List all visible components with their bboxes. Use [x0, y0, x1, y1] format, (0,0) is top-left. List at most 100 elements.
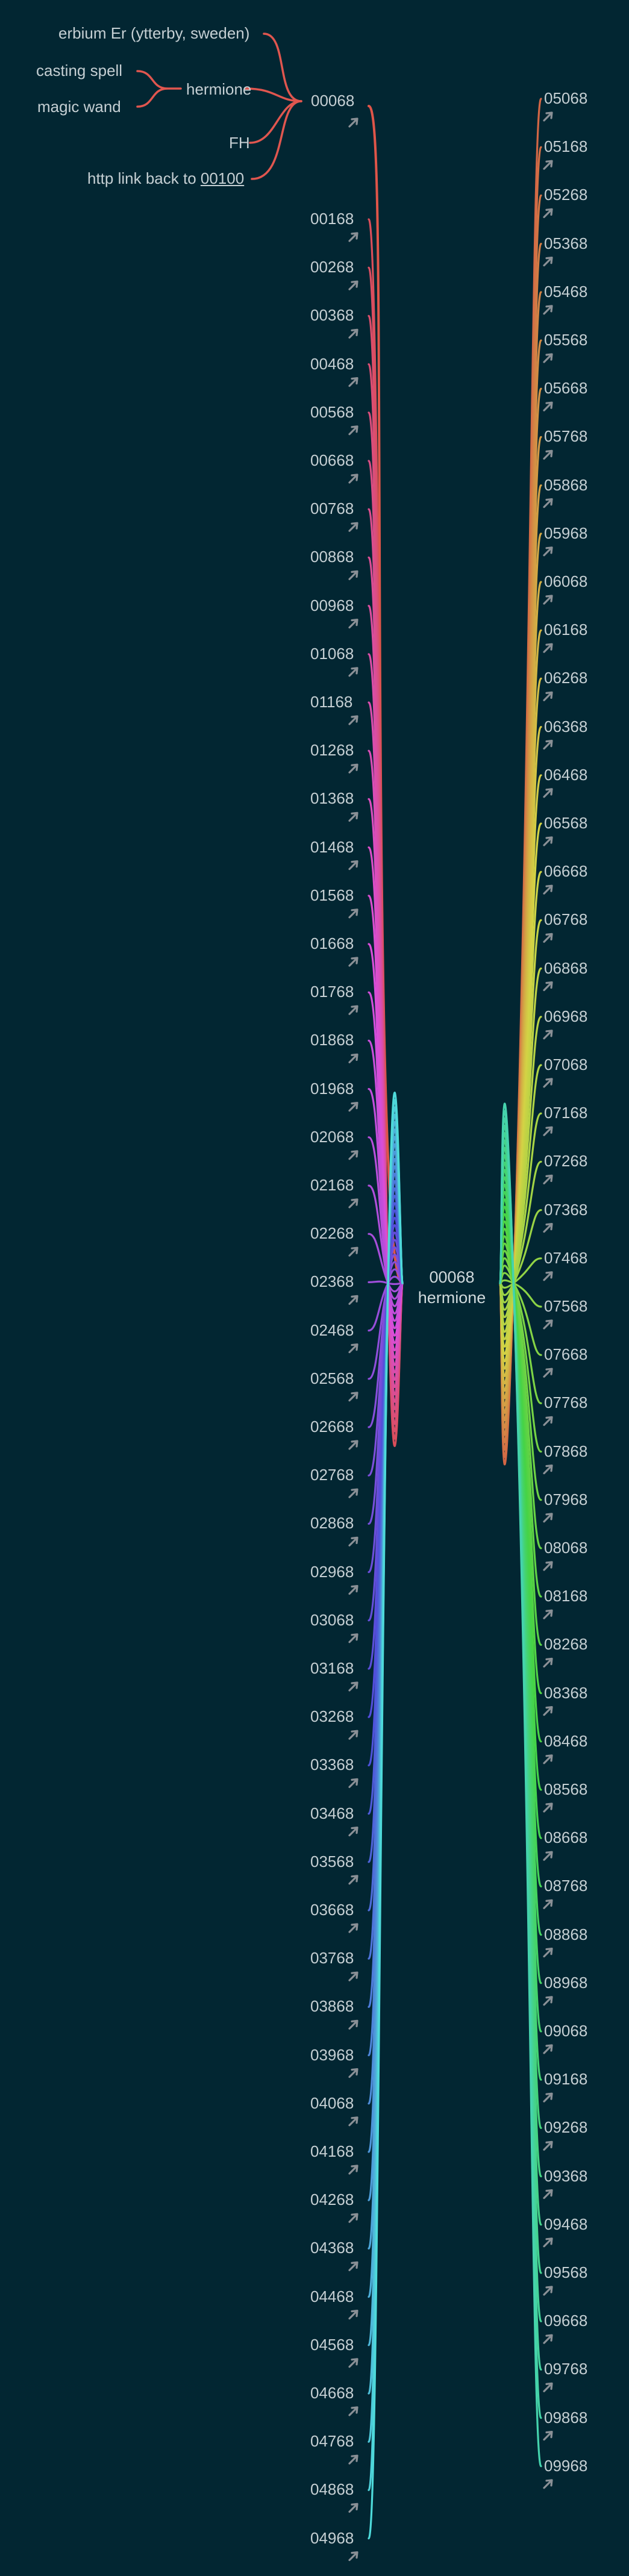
arrow-link-icon[interactable]	[348, 715, 358, 725]
node-06368[interactable]: 06368	[544, 717, 588, 736]
node-07268[interactable]: 07268	[544, 1152, 588, 1171]
node-00668[interactable]: 00668	[310, 451, 354, 469]
node-06468[interactable]: 06468	[544, 765, 588, 784]
arrow-link-icon[interactable]	[348, 328, 358, 339]
arrow-link-icon[interactable]	[348, 280, 358, 290]
arrow-link-icon[interactable]	[348, 1295, 358, 1305]
arrow-link-icon[interactable]	[348, 1633, 358, 1643]
node-00868[interactable]: 00868	[310, 548, 354, 566]
node-06568[interactable]: 06568	[544, 814, 588, 832]
arrow-link-icon[interactable]	[348, 474, 358, 484]
arrow-link-icon[interactable]	[348, 1681, 358, 1692]
node-09168[interactable]: 09168	[544, 2070, 588, 2089]
node-09368[interactable]: 09368	[544, 2166, 588, 2185]
arrow-link-icon[interactable]	[348, 2213, 358, 2223]
arrow-link-icon[interactable]	[348, 1005, 358, 1015]
arrow-link-icon[interactable]	[543, 2237, 553, 2248]
arrow-link-icon[interactable]	[543, 1368, 553, 1378]
arrow-link-icon[interactable]	[348, 1778, 358, 1788]
arrow-link-icon[interactable]	[543, 1609, 553, 1619]
arrow-link-icon[interactable]	[543, 305, 553, 315]
arrow-link-icon[interactable]	[543, 1899, 553, 1909]
node-06668[interactable]: 06668	[544, 862, 588, 881]
arrow-link-icon[interactable]	[348, 618, 358, 629]
arrow-link-icon[interactable]	[348, 2310, 358, 2320]
arrow-link-icon[interactable]	[543, 2189, 553, 2199]
arrow-link-icon[interactable]	[543, 981, 553, 992]
arrow-link-icon[interactable]	[348, 1150, 358, 1160]
arrow-link-icon[interactable]	[543, 1561, 553, 1571]
arrow-link-icon[interactable]	[348, 522, 358, 532]
arrow-link-icon[interactable]	[543, 401, 553, 411]
arrow-link-icon[interactable]	[348, 1536, 358, 1546]
arrow-link-icon[interactable]	[348, 667, 358, 677]
arrow-link-icon[interactable]	[348, 1198, 358, 1208]
node-08268[interactable]: 08268	[544, 1635, 588, 1654]
node-04768[interactable]: 04768	[310, 2432, 354, 2451]
arrow-link-icon[interactable]	[543, 1996, 553, 2006]
node-04168[interactable]: 04168	[310, 2142, 354, 2160]
node-03168[interactable]: 03168	[310, 1659, 354, 1677]
center-node[interactable]: 00068 hermione	[416, 1268, 488, 1308]
node-09568[interactable]: 09568	[544, 2263, 588, 2281]
arrow-link-icon[interactable]	[543, 1851, 553, 1861]
arrow-link-icon[interactable]	[543, 643, 553, 653]
arrow-link-icon[interactable]	[543, 1465, 553, 1475]
node-01568[interactable]: 01568	[310, 886, 354, 904]
node-07168[interactable]: 07168	[544, 1104, 588, 1122]
arrow-link-icon[interactable]	[543, 2044, 553, 2054]
arrow-link-icon[interactable]	[543, 498, 553, 508]
node-01368[interactable]: 01368	[310, 789, 354, 808]
node-08068[interactable]: 08068	[544, 1539, 588, 1557]
arrow-link-icon[interactable]	[348, 425, 358, 436]
node-06168[interactable]: 06168	[544, 621, 588, 639]
node-07068[interactable]: 07068	[544, 1055, 588, 1074]
node-08768[interactable]: 08768	[544, 1877, 588, 1895]
node-07468[interactable]: 07468	[544, 1248, 588, 1267]
node-00768[interactable]: 00768	[310, 499, 354, 518]
arrow-link-icon[interactable]	[543, 739, 553, 750]
node-05668[interactable]: 05668	[544, 379, 588, 398]
arrow-link-icon[interactable]	[348, 2551, 358, 2562]
arrow-link-icon[interactable]	[543, 836, 553, 846]
node-05368[interactable]: 05368	[544, 234, 588, 252]
node-05568[interactable]: 05568	[544, 331, 588, 349]
arrow-link-icon[interactable]	[348, 570, 358, 581]
arrow-link-icon[interactable]	[348, 1246, 358, 1257]
node-04968[interactable]: 04968	[310, 2528, 354, 2547]
arrow-link-icon[interactable]	[543, 884, 553, 895]
node-02968[interactable]: 02968	[310, 1562, 354, 1581]
node-04568[interactable]: 04568	[310, 2335, 354, 2354]
node-03568[interactable]: 03568	[310, 1852, 354, 1871]
arrow-link-icon[interactable]	[543, 2334, 553, 2344]
arrow-link-icon[interactable]	[348, 2503, 358, 2513]
arrow-link-icon[interactable]	[543, 208, 553, 218]
node-02468[interactable]: 02468	[310, 1321, 354, 1339]
arrow-link-icon[interactable]	[543, 2286, 553, 2296]
arrow-link-icon[interactable]	[543, 160, 553, 170]
arrow-link-icon[interactable]	[348, 2454, 358, 2465]
arrow-link-icon[interactable]	[348, 1585, 358, 1595]
node-04268[interactable]: 04268	[310, 2190, 354, 2209]
arrow-link-icon[interactable]	[348, 811, 358, 822]
arrow-link-icon[interactable]	[348, 1875, 358, 1885]
arrow-link-icon[interactable]	[348, 1053, 358, 1064]
arrow-link-icon[interactable]	[348, 2116, 358, 2127]
node-01668[interactable]: 01668	[310, 934, 354, 952]
node-06768[interactable]: 06768	[544, 910, 588, 929]
node-00168[interactable]: 00168	[310, 210, 354, 228]
arrow-link-icon[interactable]	[348, 232, 358, 242]
node-01968[interactable]: 01968	[310, 1079, 354, 1098]
arrow-link-icon[interactable]	[543, 546, 553, 557]
arrow-link-icon[interactable]	[543, 1222, 553, 1233]
arrow-link-icon[interactable]	[543, 2479, 553, 2489]
arrow-link-icon[interactable]	[543, 691, 553, 702]
arrow-link-icon[interactable]	[543, 1754, 553, 1765]
node-01868[interactable]: 01868	[310, 1031, 354, 1049]
node-05468[interactable]: 05468	[544, 282, 588, 301]
node-05268[interactable]: 05268	[544, 186, 588, 204]
arrow-link-icon[interactable]	[543, 595, 553, 605]
node-00368[interactable]: 00368	[310, 306, 354, 325]
node-04368[interactable]: 04368	[310, 2239, 354, 2257]
arrow-link-icon[interactable]	[543, 1078, 553, 1088]
